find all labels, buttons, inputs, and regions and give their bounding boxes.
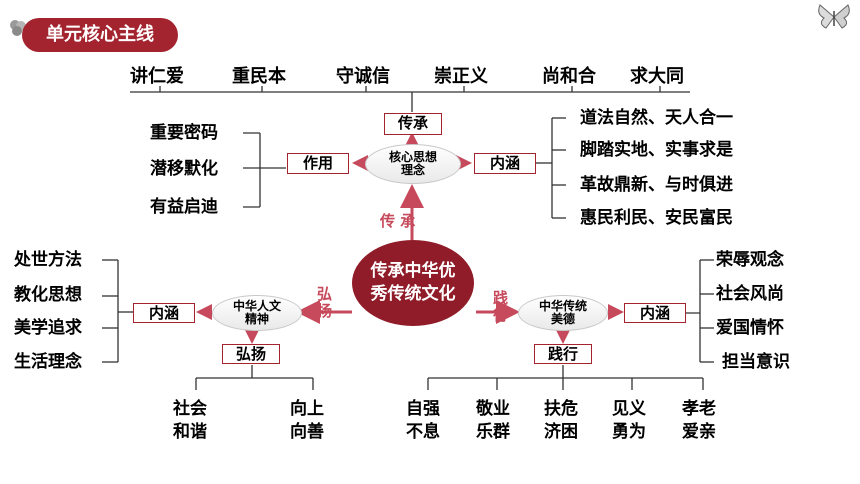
humanistic-line2: 精神 xyxy=(244,312,269,326)
top-value: 守诚信 xyxy=(336,66,390,87)
outcome-line: 爱亲 xyxy=(682,422,716,442)
effect-item: 潜移默化 xyxy=(150,159,218,179)
outcome-line: 济困 xyxy=(544,422,578,442)
humanistic-item: 生活理念 xyxy=(14,352,82,372)
virtue-connotation-box: 内涵 xyxy=(624,303,686,323)
humanistic-item: 美学追求 xyxy=(14,318,82,338)
practice-arrow-label: 践行 xyxy=(491,290,509,324)
role-box: 作用 xyxy=(287,153,349,174)
center-theme-line1: 传承中华优 xyxy=(370,261,456,281)
effect-item: 重要密码 xyxy=(150,123,218,143)
virtue-outcome: 孝老 爱亲 xyxy=(682,398,716,444)
humanistic-connotation-box: 内涵 xyxy=(133,303,195,323)
outcome-line: 不息 xyxy=(406,422,440,442)
connotation-item: 惠民利民、安民富民 xyxy=(580,208,733,228)
outcome-line: 向上 xyxy=(290,399,324,419)
core-ideas-ellipse: 核心思想 理念 xyxy=(365,144,461,184)
inherit-arrow-label: 传 承 xyxy=(380,212,416,230)
virtue-line2: 美德 xyxy=(550,312,575,326)
outcome-line: 乐群 xyxy=(476,422,510,442)
outcome-line: 扶危 xyxy=(544,399,578,419)
top-value: 崇正义 xyxy=(434,66,488,87)
effect-item: 有益启迪 xyxy=(150,197,218,217)
virtue-outcome: 敬业 乐群 xyxy=(476,398,510,444)
outcome-line: 见义 xyxy=(612,399,646,419)
humanistic-item: 教化思想 xyxy=(14,285,82,305)
core-ideas-line2: 理念 xyxy=(400,163,425,177)
center-theme-line2: 秀传统文化 xyxy=(370,284,456,304)
outcome-line: 社会 xyxy=(173,399,207,419)
virtue-item: 荣辱观念 xyxy=(716,250,784,270)
virtue-outcome: 扶危 济困 xyxy=(544,398,578,444)
virtue-line1: 中华传统 xyxy=(538,299,587,313)
top-value: 重民本 xyxy=(232,66,286,87)
practice-box: 践行 xyxy=(534,344,592,364)
humanistic-item: 处世方法 xyxy=(14,250,82,270)
promote-box: 弘扬 xyxy=(222,344,280,364)
virtue-item: 爱国情怀 xyxy=(716,318,784,338)
core-ideas-line1: 核心思想 xyxy=(388,150,437,164)
humanistic-outcome: 向上 向善 xyxy=(290,398,324,444)
traditional-virtues-ellipse: 中华传统 美德 xyxy=(518,295,608,331)
top-value: 求大同 xyxy=(630,66,684,87)
connotation-item: 脚踏实地、实事求是 xyxy=(580,140,733,160)
outcome-line: 孝老 xyxy=(682,399,716,419)
outcome-line: 敬业 xyxy=(476,399,510,419)
virtue-outcome: 自强 不息 xyxy=(406,398,440,444)
promote-arrow-label: 弘扬 xyxy=(315,286,333,320)
connotation-item: 革故鼎新、与时俱进 xyxy=(580,175,733,195)
connotation-box: 内涵 xyxy=(474,153,536,174)
virtue-outcome: 见义 勇为 xyxy=(612,398,646,444)
outcome-line: 勇为 xyxy=(612,422,646,442)
humanistic-outcome: 社会 和谐 xyxy=(173,398,207,444)
connotation-item: 道法自然、天人合一 xyxy=(580,108,733,128)
outcome-line: 和谐 xyxy=(173,422,207,442)
humanistic-line1: 中华人文 xyxy=(232,299,281,313)
virtue-item: 担当意识 xyxy=(722,352,790,372)
top-value: 尚和合 xyxy=(542,66,596,87)
section-title-badge: 单元核心主线 xyxy=(22,18,178,52)
center-theme: 传承中华优 秀传统文化 xyxy=(352,240,474,326)
butterfly-icon xyxy=(816,2,852,32)
top-value: 讲仁爱 xyxy=(130,66,184,87)
virtue-item: 社会风尚 xyxy=(716,284,784,304)
inherit-box: 传承 xyxy=(384,113,442,135)
humanistic-spirit-ellipse: 中华人文 精神 xyxy=(212,295,302,331)
outcome-line: 自强 xyxy=(406,399,440,419)
outcome-line: 向善 xyxy=(290,422,324,442)
